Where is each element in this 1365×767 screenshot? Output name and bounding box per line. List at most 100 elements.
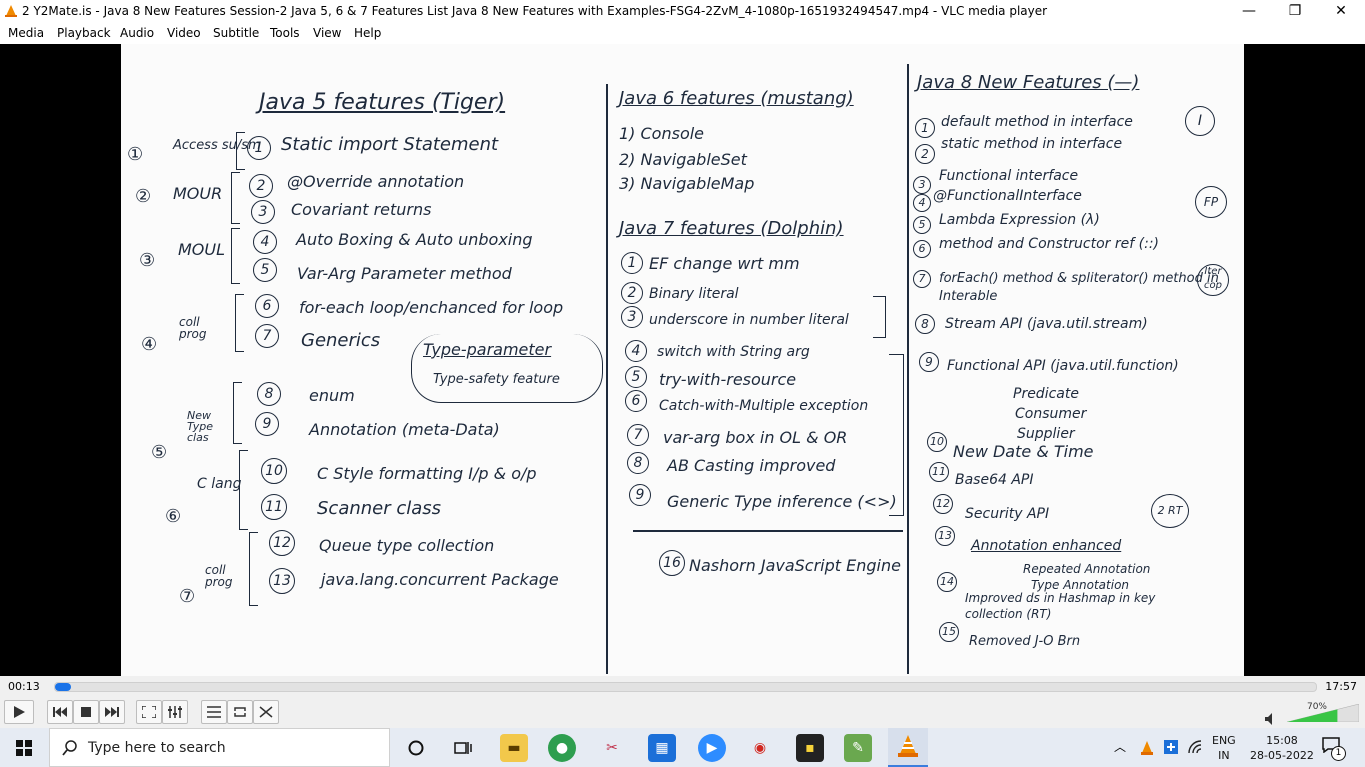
title-bar: 2 Y2Mate.is - Java 8 New Features Sessio… — [0, 0, 1365, 23]
java8-item: Improved ds in Hashmap in key collection… — [965, 591, 1156, 621]
file-explorer-icon[interactable]: ▬ — [500, 734, 528, 762]
menu-view[interactable]: View — [313, 26, 342, 40]
chrome-icon[interactable]: ● — [548, 734, 576, 762]
menu-media[interactable]: Media — [8, 26, 45, 40]
wifi-icon[interactable] — [1188, 740, 1202, 754]
java8-item: New Date & Time — [953, 442, 1094, 461]
sticky-notes-icon[interactable]: ▪ — [796, 734, 824, 762]
java8-item: static method in interface — [941, 136, 1123, 152]
current-time: 00:13 — [8, 680, 40, 693]
store-icon[interactable]: ▦ — [648, 734, 676, 762]
seek-bar[interactable] — [54, 682, 1317, 692]
cortana-icon[interactable] — [408, 740, 424, 756]
zoom-icon[interactable]: ▶ — [698, 734, 726, 762]
chevron-up-icon[interactable]: ︿ — [1114, 740, 1127, 754]
item-number: 8 — [257, 382, 281, 406]
video-area[interactable]: Java 5 features (Tiger) Access su/sm ① M… — [0, 44, 1365, 676]
stop-button[interactable] — [73, 700, 99, 724]
java7-item: AB Casting improved — [667, 456, 836, 475]
bracket — [231, 172, 240, 224]
annotation-sub: Repeated Annotation — [1023, 562, 1151, 576]
java8-item: Security API — [965, 506, 1050, 522]
speaker-icon[interactable] — [1265, 713, 1277, 725]
java5-item: java.lang.concurrent Package — [321, 570, 559, 589]
item-number: 9 — [255, 412, 279, 436]
fullscreen-button[interactable] — [136, 700, 162, 724]
item-number: 1 — [247, 136, 271, 160]
java5-item: Static import Statement — [281, 134, 499, 155]
loop-button[interactable] — [227, 700, 253, 724]
java7-item: var-arg box in OL & OR — [663, 428, 848, 447]
snip-tool-icon[interactable]: ✂ — [606, 740, 618, 756]
java8-item: Functional interface — [939, 168, 1079, 184]
windows-start-icon[interactable] — [16, 740, 32, 756]
keyboard-layout: IN — [1218, 749, 1230, 762]
notification-badge: 1 — [1331, 746, 1346, 761]
player-controls: 00:13 17:57 70% — [0, 676, 1365, 728]
language-code: ENG — [1212, 734, 1236, 747]
maximize-button[interactable]: ❐ — [1288, 3, 1302, 19]
previous-icon — [53, 707, 67, 717]
minimize-button[interactable]: — — [1242, 3, 1256, 19]
taskbar-search[interactable]: Type here to search — [49, 728, 390, 767]
menu-subtitle[interactable]: Subtitle — [213, 26, 260, 40]
group-label: MOUL — [178, 240, 226, 259]
shuffle-icon — [259, 706, 273, 718]
volume-label: 70% — [1306, 702, 1327, 712]
notification-center[interactable]: 1 — [1322, 737, 1346, 761]
random-button[interactable] — [253, 700, 279, 724]
item-number: 13 — [935, 526, 955, 546]
menu-help[interactable]: Help — [354, 26, 382, 40]
menu-video[interactable]: Video — [167, 26, 201, 40]
close-button[interactable]: ✕ — [1335, 3, 1347, 19]
editor-icon[interactable]: ✎ — [844, 734, 872, 762]
equalizer-icon — [168, 706, 182, 718]
playlist-icon — [207, 706, 221, 718]
record-icon[interactable]: ◉ — [753, 740, 767, 756]
java5-item: C Style formatting I/p & o/p — [317, 464, 537, 483]
playlist-button[interactable] — [201, 700, 227, 724]
java6-item: 1) Console — [619, 124, 705, 143]
language-indicator[interactable]: ENG IN — [1212, 733, 1236, 763]
menu-playback[interactable]: Playback — [57, 26, 111, 40]
previous-button[interactable] — [47, 700, 73, 724]
volume-slider[interactable] — [1287, 704, 1359, 722]
functional-sub: Supplier — [1017, 426, 1075, 442]
whiteboard-frame: Java 5 features (Tiger) Access su/sm ① M… — [121, 44, 1244, 676]
add-icon[interactable] — [1164, 740, 1178, 754]
java7-item: EF change wrt mm — [649, 254, 800, 273]
group-number: ④ — [141, 334, 158, 355]
item-number: 5 — [253, 258, 277, 282]
item-number: 5 — [913, 216, 931, 234]
play-button[interactable] — [4, 700, 34, 724]
search-placeholder: Type here to search — [88, 740, 226, 756]
group-number: ② — [135, 186, 152, 207]
next-button[interactable] — [99, 700, 125, 724]
item-number: 3 — [621, 306, 643, 328]
menu-tools[interactable]: Tools — [270, 26, 300, 40]
item-number: 4 — [625, 340, 647, 362]
item-number: 14 — [937, 572, 957, 592]
item-number: 7 — [913, 270, 931, 288]
java7-item: Catch-with-Multiple exception — [659, 398, 869, 414]
generics-note: Type-parameter — [423, 340, 552, 359]
java8-item: method and Constructor ref (::) — [939, 236, 1159, 252]
vlc-tray-icon[interactable] — [1140, 740, 1154, 756]
clock-time: 15:08 — [1266, 734, 1298, 747]
item-number: 5 — [625, 366, 647, 388]
item-number: 9 — [919, 352, 939, 372]
vlc-taskbar-button[interactable] — [888, 728, 928, 767]
annotation-sub: Type Annotation — [1031, 578, 1130, 592]
item-number: 2 — [915, 144, 935, 164]
clock[interactable]: 15:08 28-05-2022 — [1250, 733, 1314, 763]
task-view-icon[interactable] — [454, 740, 472, 756]
loop-icon — [234, 707, 246, 717]
extended-settings-button[interactable] — [162, 700, 188, 724]
windows-taskbar: Type here to search ▬ ● ✂ ▦ ▶ ◉ ▪ ✎ ︿ EN… — [0, 728, 1365, 767]
menu-audio[interactable]: Audio — [120, 26, 155, 40]
notification-icon — [1322, 737, 1340, 754]
menu-bar: Media Playback Audio Video Subtitle Tool… — [0, 23, 1365, 44]
java6-item: 3) NavigableMap — [619, 174, 755, 193]
item-number: 11 — [929, 462, 949, 482]
group-label: C lang — [197, 476, 242, 492]
